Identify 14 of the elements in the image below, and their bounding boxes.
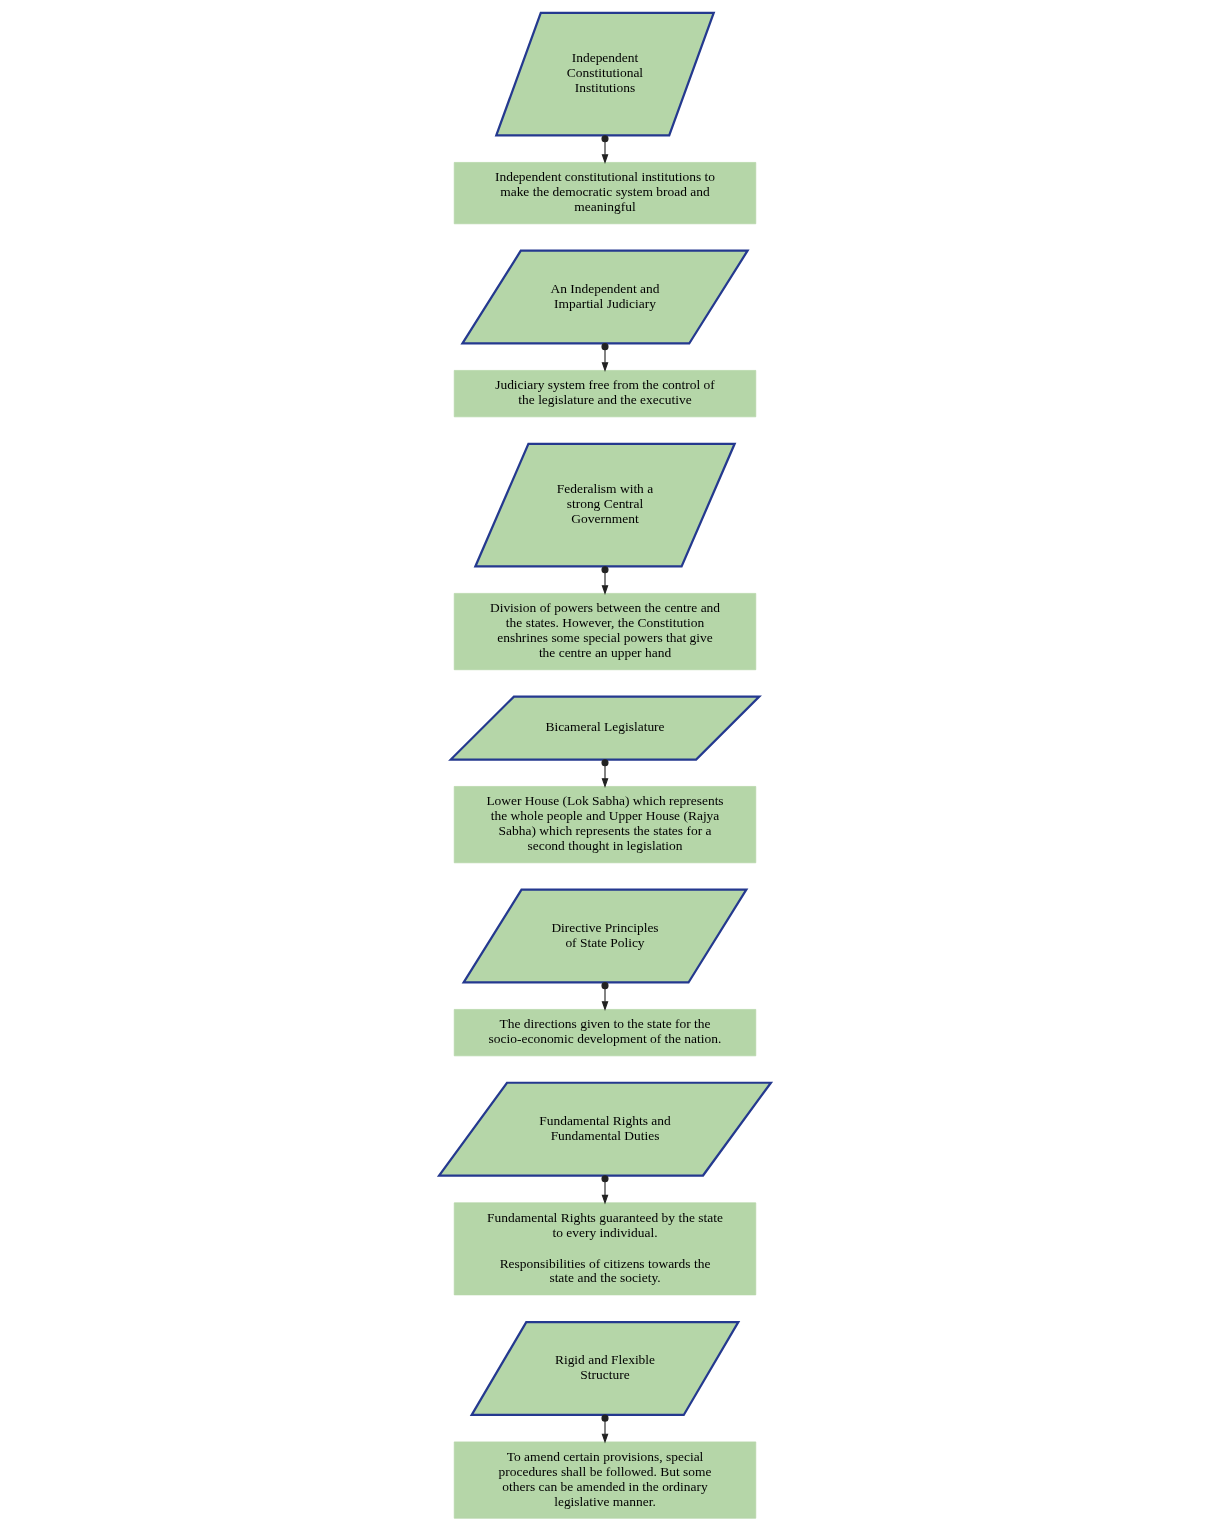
node-box: Judiciary system free from the control of the legislature and the executive xyxy=(453,370,757,418)
arrow xyxy=(601,135,609,164)
node-box: The directions given to the state for the socio-economic development of the nation. xyxy=(453,1009,757,1057)
arrow xyxy=(601,343,609,372)
node-box: To amend certain provisions, special procedures shall be followed. But some others can be amended in the ordinary legislative manner. xyxy=(453,1441,757,1519)
arrow xyxy=(601,982,609,1011)
node-box: Fundamental Rights guaranteed by the state to every individual. Responsibilities of citizens towards the state and the society. xyxy=(453,1202,757,1296)
arrow xyxy=(601,1175,609,1205)
node-box: Division of powers between the centre and the states. However, the Constitution enshrines some special powers that give the centre an upper hand xyxy=(453,593,757,671)
node-box: Lower House (Lok Sabha) which represents the whole people and Upper House (Rajya Sabha) which represents the states for a second thought in legislation xyxy=(453,786,757,864)
arrow xyxy=(601,1414,609,1444)
arrow xyxy=(601,566,609,595)
node-box: Independent constitutional institutions to make the democratic system broad and meaningful xyxy=(453,162,757,225)
arrow xyxy=(601,759,609,789)
